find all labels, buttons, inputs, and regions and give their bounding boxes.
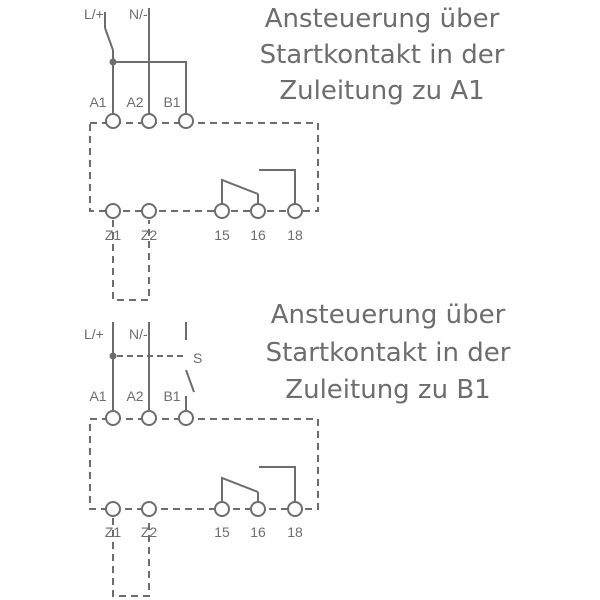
terminal-label-18: 18 <box>287 524 303 540</box>
supply-l-label: L/+ <box>84 326 104 342</box>
terminal-label-z1: Z1 <box>105 524 122 540</box>
terminal-z2 <box>141 203 157 219</box>
terminal-label-z2: Z2 <box>141 524 158 540</box>
terminal-18 <box>287 203 303 219</box>
title-line-1: Ansteuerung über <box>271 300 506 330</box>
terminal-a1 <box>105 410 121 426</box>
terminal-18 <box>287 501 303 517</box>
title-line-3: Zuleitung zu A1 <box>279 76 484 106</box>
relay-contact <box>221 476 259 503</box>
terminal-label-z1: Z1 <box>105 227 122 243</box>
start-contact-switch <box>185 369 195 393</box>
terminal-label-a2: A2 <box>126 388 143 404</box>
relay-contact <box>221 178 259 205</box>
b1-wire <box>113 61 187 114</box>
junction-dot <box>109 352 117 360</box>
supply-l-label: L/+ <box>84 6 104 22</box>
switch-label-s: S <box>193 350 202 366</box>
title-line-2: Startkontakt in der <box>266 338 511 368</box>
supply-n-label: N/- <box>129 6 148 22</box>
terminal-label-18: 18 <box>287 227 303 243</box>
contact-18-wire <box>259 466 296 503</box>
start-contact-switch <box>104 27 114 51</box>
relay-module-box <box>89 418 319 510</box>
terminal-label-15: 15 <box>214 227 230 243</box>
terminal-label-b1: B1 <box>163 388 180 404</box>
terminal-label-z2: Z2 <box>141 227 158 243</box>
terminal-z1 <box>105 501 121 517</box>
title-line-1: Ansteuerung über <box>265 4 500 34</box>
relay-module-box <box>89 122 319 212</box>
terminal-label-a1: A1 <box>89 94 106 110</box>
terminal-b1 <box>178 113 194 129</box>
bridge-z1-z2 <box>112 518 150 597</box>
terminal-15 <box>214 501 230 517</box>
supply-n-label: N/- <box>129 326 148 342</box>
terminal-a2 <box>141 410 157 426</box>
diagram-bottom <box>89 322 319 597</box>
terminal-a2 <box>141 113 157 129</box>
terminal-b1 <box>178 410 194 426</box>
terminal-label-16: 16 <box>250 524 266 540</box>
title-line-3: Zuleitung zu B1 <box>285 375 490 405</box>
terminal-16 <box>250 501 266 517</box>
terminal-15 <box>214 203 230 219</box>
bridge-z1-z2 <box>112 220 150 301</box>
terminal-z1 <box>105 203 121 219</box>
title-line-2: Startkontakt in der <box>260 40 505 70</box>
terminal-label-16: 16 <box>250 227 266 243</box>
terminal-label-b1: B1 <box>163 94 180 110</box>
terminal-a1 <box>105 113 121 129</box>
terminal-z2 <box>141 501 157 517</box>
junction-dot <box>109 58 117 66</box>
terminal-label-a1: A1 <box>89 388 106 404</box>
terminal-label-15: 15 <box>214 524 230 540</box>
contact-18-wire <box>259 169 296 205</box>
terminal-16 <box>250 203 266 219</box>
terminal-label-a2: A2 <box>126 94 143 110</box>
